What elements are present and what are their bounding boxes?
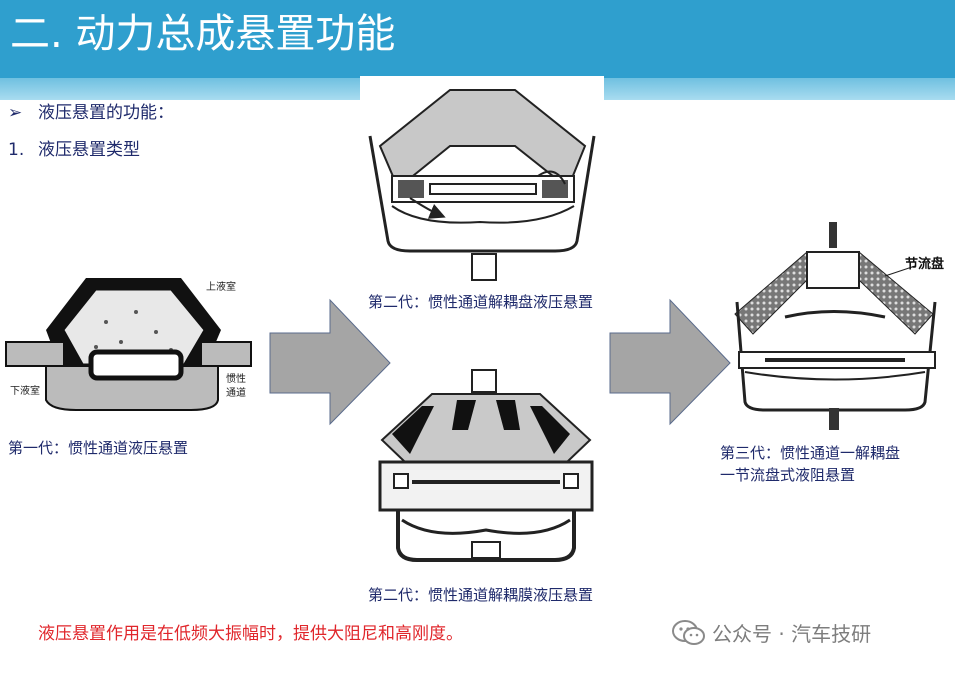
page-title: 二. 动力总成悬置功能 (10, 11, 396, 57)
bullet-text: 液压悬置的功能： (38, 103, 174, 123)
bullet-mark: 1. (8, 140, 25, 160)
label-upper-chamber: 上液室 (206, 280, 236, 293)
caption-gen3-line2: 一节流盘式液阻悬置 (720, 466, 856, 484)
caption-gen1: 第一代：惯性通道液压悬置 (8, 439, 189, 457)
arrow-right-icon (269, 298, 391, 426)
label-inertia-1: 惯性 (226, 372, 246, 385)
bullet-item-types: 1. 液压悬置类型 (8, 135, 140, 160)
bullet-text: 液压悬置类型 (38, 140, 140, 160)
bullet-item-function: ➢ 液压悬置的功能： (8, 98, 174, 123)
caption-gen2-plate: 第二代：惯性通道解耦盘液压悬置 (368, 293, 594, 311)
watermark: 公众号 · 汽车技研 (672, 618, 871, 647)
caption-gen3-line1: 第三代：惯性通道一解耦盘 (720, 444, 901, 462)
bullet-mark: ➢ (8, 103, 23, 123)
label-throttle-disc: 节流盘 (905, 256, 944, 272)
figure-gen2-plate (368, 89, 596, 281)
label-inertia-2: 通道 (226, 386, 246, 399)
figure-gen2-membrane (378, 369, 594, 562)
wechat-icon (672, 619, 705, 645)
figure-gen3: 节流盘 (734, 222, 944, 430)
figure-gen1: 上液室 下液室 惯性 通道 (5, 278, 252, 411)
caption-gen2-membrane: 第二代：惯性通道解耦膜液压悬置 (368, 586, 594, 604)
watermark-text: 公众号 · 汽车技研 (712, 622, 872, 646)
arrow-right-icon (609, 298, 731, 426)
label-lower-chamber: 下液室 (10, 384, 40, 397)
header-bar: 二. 动力总成悬置功能 (0, 0, 955, 78)
conclusion-text: 液压悬置作用是在低频大振幅时，提供大阻尼和高刚度。 (38, 624, 463, 644)
